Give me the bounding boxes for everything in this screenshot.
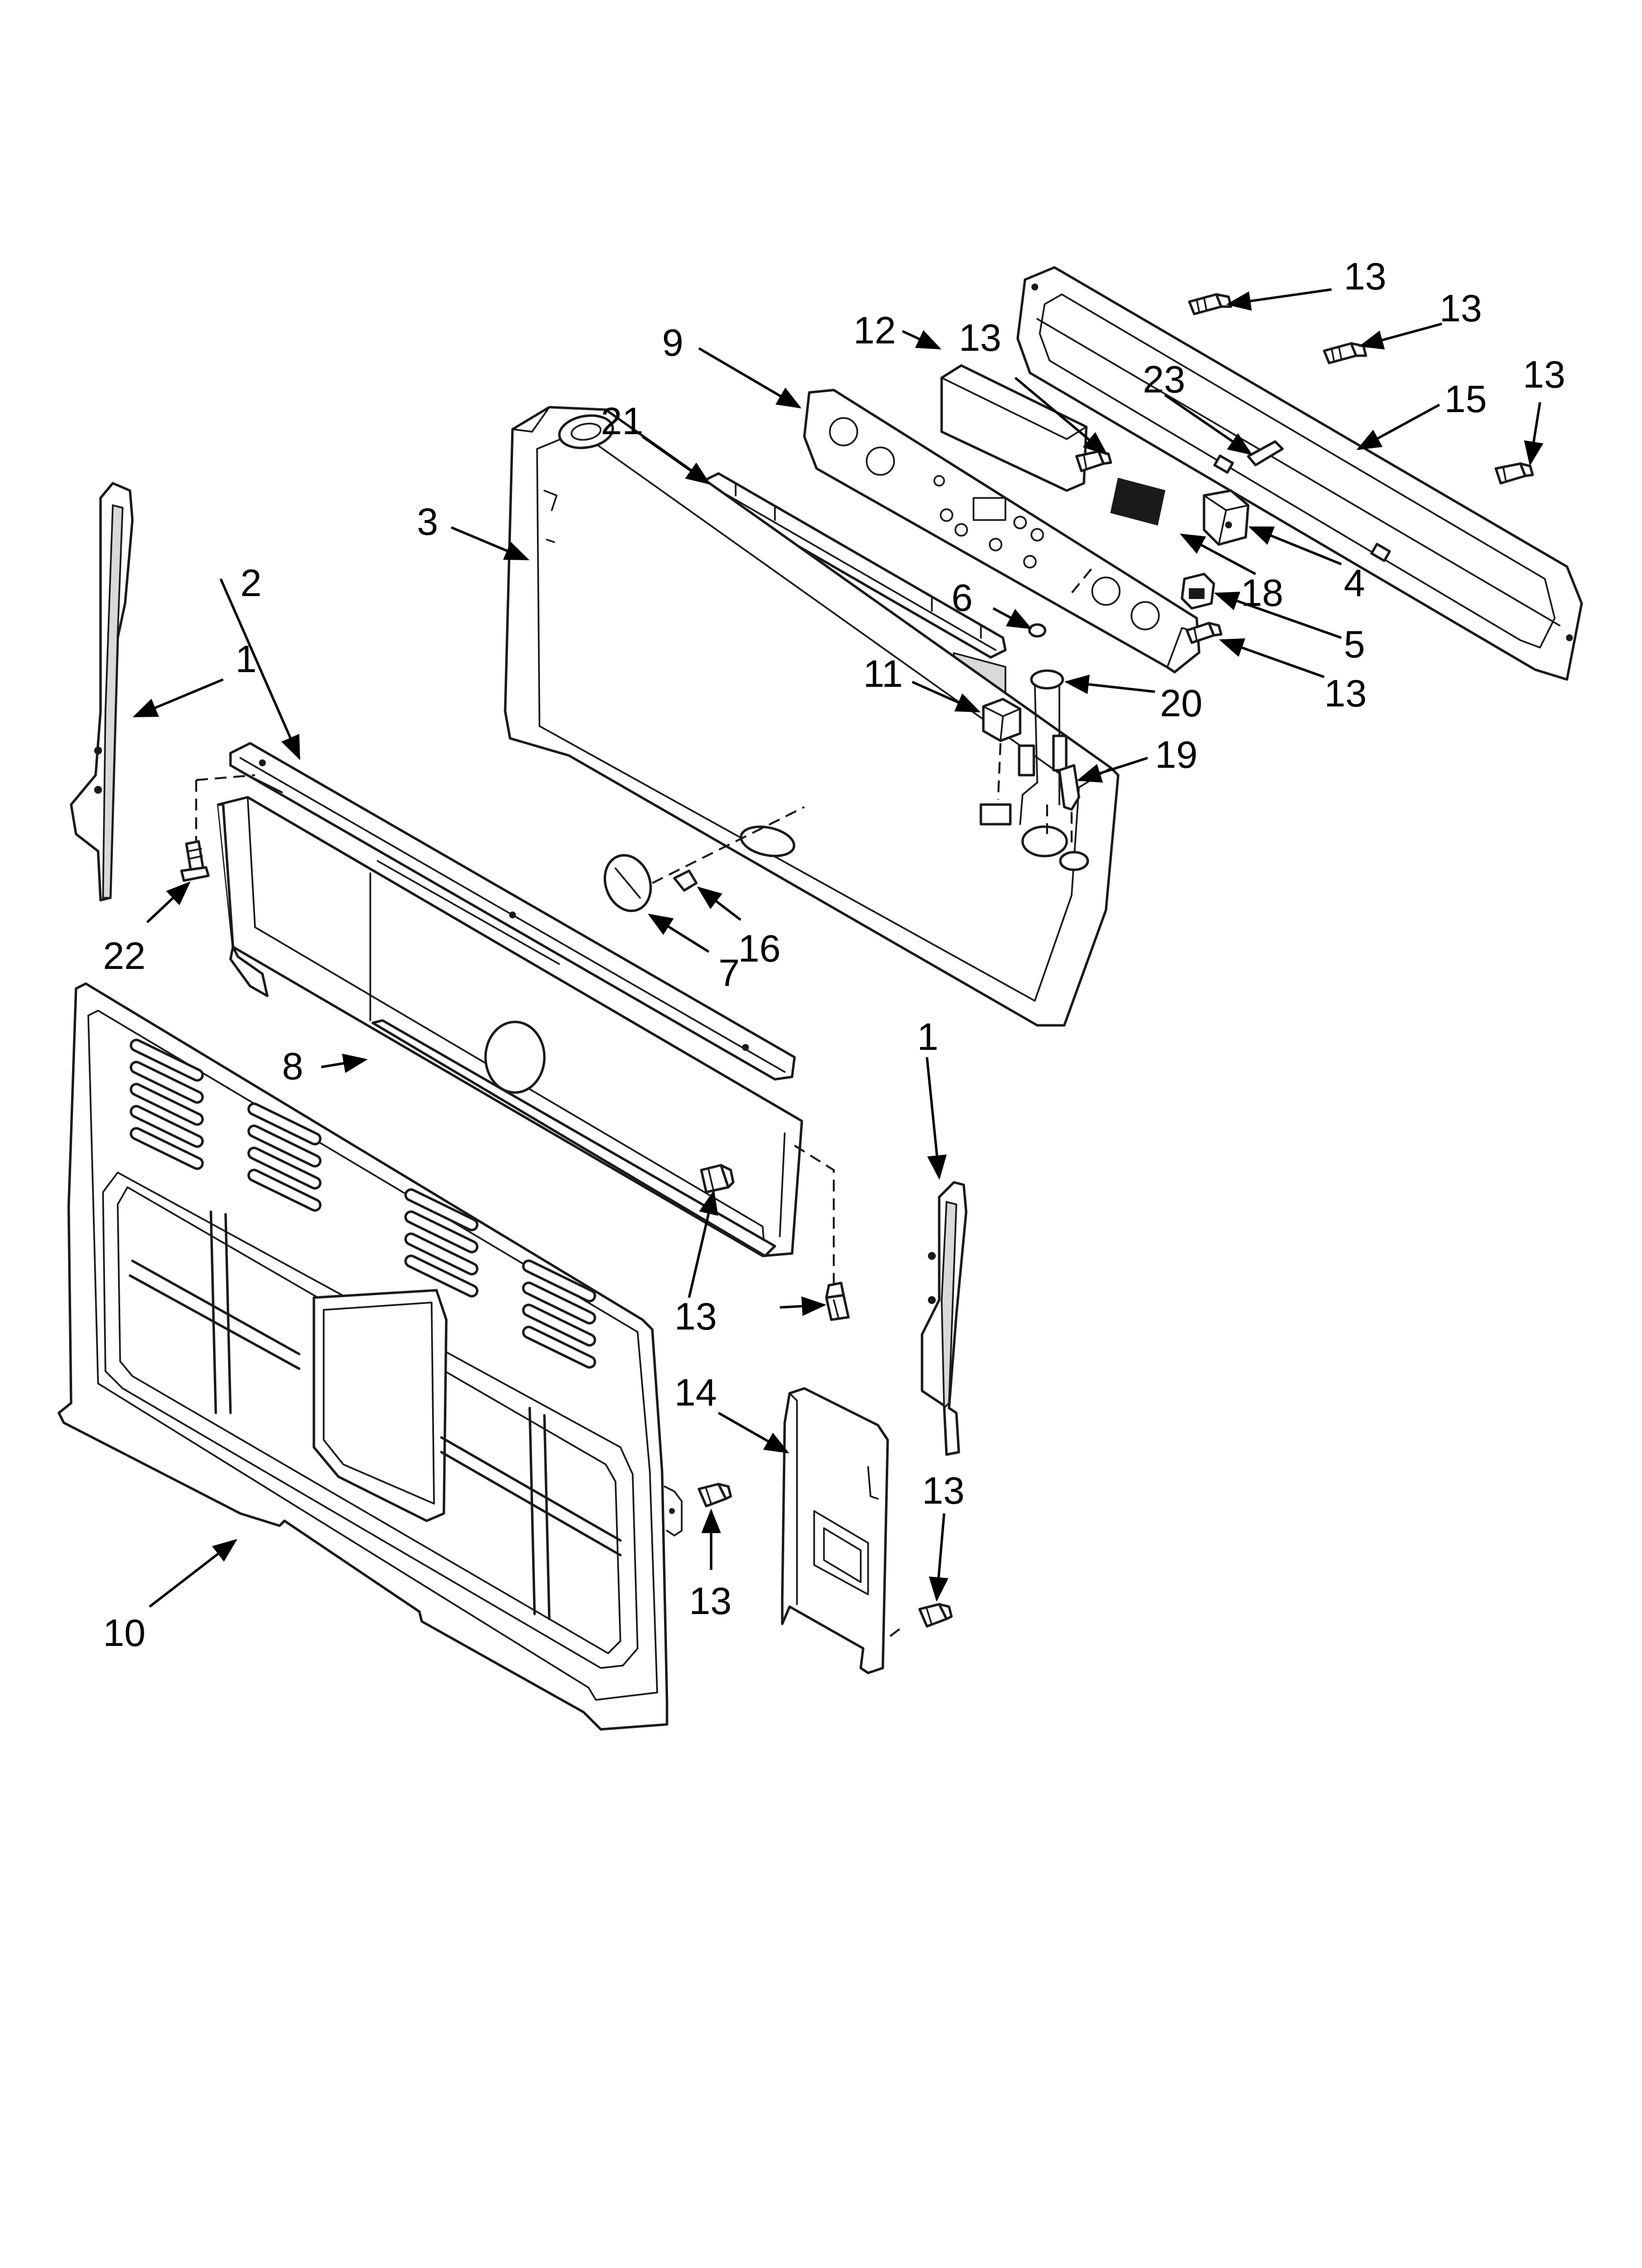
part-1-right-side-trim — [921, 1181, 968, 1456]
screw-13-top-c — [1494, 462, 1534, 485]
callout-13: 13 — [1324, 672, 1367, 715]
callout-13: 13 — [922, 1469, 965, 1512]
callout-13: 13 — [1344, 255, 1386, 298]
callout-13: 13 — [689, 1579, 732, 1622]
callout-1: 1 — [235, 637, 257, 680]
callout-13: 13 — [1523, 353, 1565, 396]
screw-13-top-a — [1188, 293, 1232, 315]
callout-22: 22 — [103, 934, 146, 977]
callout-21: 21 — [601, 399, 643, 443]
screw-13-right-low — [825, 1281, 850, 1321]
screw-13-lower-left — [697, 1483, 732, 1508]
part-11-switch — [982, 698, 1022, 800]
callout-16: 16 — [738, 927, 781, 970]
part-1-left-side-trim — [70, 482, 134, 902]
callout-10: 10 — [103, 1611, 146, 1654]
callout-3: 3 — [417, 500, 438, 543]
callout-8: 8 — [282, 1044, 303, 1088]
part-23-strip — [1247, 440, 1284, 467]
part-5-switch — [1180, 573, 1215, 610]
part-18-insulator — [1110, 477, 1166, 526]
screw-22 — [180, 840, 210, 882]
part-10-rear-panel — [57, 982, 683, 1731]
vent-slots-left — [129, 1039, 596, 1369]
callout-20: 20 — [1160, 681, 1203, 725]
callout-23: 23 — [1143, 358, 1185, 401]
part-19-plug — [1058, 764, 1080, 849]
part-7-knob — [603, 806, 805, 912]
callout-11: 11 — [863, 652, 903, 695]
callout-14: 14 — [674, 1371, 717, 1414]
part-16-screw — [673, 869, 698, 892]
callout-5: 5 — [1344, 623, 1365, 666]
leader-lines — [132, 288, 1543, 1608]
part-8-back-panel — [217, 796, 835, 1285]
callout-2: 2 — [240, 561, 261, 604]
part-3-console-housing — [504, 406, 1120, 1027]
callout-13: 13 — [1439, 287, 1482, 330]
screw-13-center — [700, 1164, 735, 1194]
part-14-side-bracket — [781, 1387, 901, 1674]
callout-13: 13 — [674, 1295, 717, 1338]
callout-15: 15 — [1444, 377, 1487, 420]
screw-13-module — [1075, 450, 1112, 472]
callout-7: 7 — [718, 951, 740, 994]
callout-18: 18 — [1241, 571, 1283, 614]
screw-13-right-mid — [1185, 622, 1223, 644]
callout-9: 9 — [662, 321, 683, 364]
callout-4: 4 — [1344, 561, 1365, 604]
callout-labels: 13 13 13 13 15 23 12 9 21 3 4 18 5 13 6 … — [103, 255, 1565, 1654]
part-20-switch-assembly — [1018, 669, 1068, 834]
part-9-control-panel — [803, 389, 1201, 674]
part-6-screw — [1028, 623, 1047, 638]
callout-6: 6 — [951, 576, 973, 619]
callout-13: 13 — [959, 316, 1001, 359]
part-4-switch — [1203, 489, 1250, 546]
callout-1: 1 — [917, 1015, 938, 1058]
callout-19: 19 — [1155, 733, 1198, 776]
screw-13-top-b — [1323, 342, 1367, 365]
part-2-top-rail — [195, 742, 796, 1081]
callout-12: 12 — [853, 309, 896, 352]
screw-13-lower-right — [918, 1603, 953, 1628]
part-15-rear-panel — [1016, 266, 1583, 681]
